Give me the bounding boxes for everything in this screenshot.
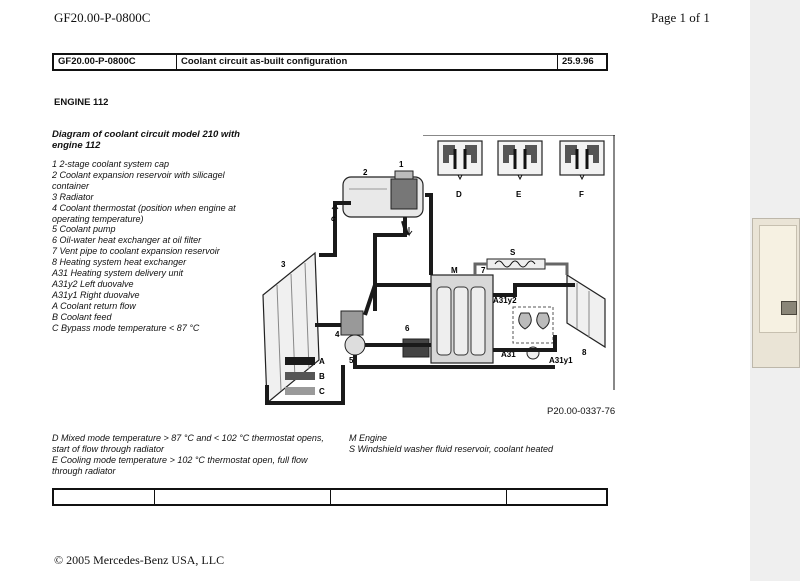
- legend-label-b: B: [319, 372, 325, 381]
- legend-item: 2 Coolant expansion reservoir with silic…: [52, 169, 225, 191]
- diagram-title: Diagram of coolant circuit model 210 wit…: [52, 129, 240, 151]
- note-item: S Windshield washer fluid reservoir, coo…: [349, 443, 554, 454]
- label-3: 3: [281, 260, 286, 269]
- legend-item: 7 Vent pipe to coolant expansion reservo…: [52, 246, 220, 257]
- thermostat-detail-d: [437, 140, 483, 181]
- label-c: c: [331, 214, 336, 223]
- side-tab: [752, 218, 800, 368]
- label-5: 5: [349, 356, 354, 365]
- footer-table: [52, 488, 608, 506]
- thermostat-housing: [340, 310, 364, 336]
- coolant-lines: [265, 193, 575, 405]
- legend-swatch-bypass: [285, 387, 315, 395]
- legend-item: A31y1 Right duovalve: [52, 289, 140, 300]
- table-divider: [557, 55, 558, 69]
- legend-item: 1 2-stage coolant system cap: [52, 159, 170, 169]
- legend-item: A31 Heating system delivery unit: [52, 268, 184, 279]
- abbreviation-notes: M Engine S Windshield washer fluid reser…: [349, 433, 619, 455]
- mode-notes: D Mixed mode temperature > 87 °C and < 1…: [52, 433, 332, 477]
- table-divider: [154, 490, 155, 504]
- header-code: GF20.00-P-0800C: [58, 56, 136, 67]
- oil-heat-exchanger: [402, 338, 430, 358]
- engine-heading: ENGINE 112: [54, 97, 109, 108]
- coolant-circuit-diagram: D E F 1 2 3 M: [262, 135, 615, 405]
- legend-label-a: A: [319, 357, 325, 366]
- washer-reservoir: [486, 258, 546, 270]
- header-date: 25.9.96: [562, 56, 594, 67]
- label-2: 2: [363, 168, 368, 177]
- label-7: 7: [481, 266, 486, 275]
- legend-item: A31y2 Left duovalve: [52, 278, 134, 289]
- component-legend: 1 2-stage coolant system cap 2 Coolant e…: [52, 159, 262, 334]
- label-a31y2: A31y2: [493, 296, 517, 305]
- legend-item: A Coolant return flow: [52, 300, 136, 311]
- legend-item: 8 Heating system heat exchanger: [52, 257, 187, 268]
- table-divider: [330, 490, 331, 504]
- header-title: Coolant circuit as-built configuration: [181, 56, 348, 67]
- document-page: GF20.00-P-0800C Page 1 of 1 GF20.00-P-08…: [0, 0, 750, 581]
- side-tab-face: [759, 225, 797, 333]
- note-item: D Mixed mode temperature > 87 °C and < 1…: [52, 433, 324, 454]
- label-s: S: [510, 248, 516, 257]
- label-1: 1: [399, 160, 404, 169]
- label-4: 4: [335, 330, 340, 339]
- coolant-pump: [344, 334, 366, 356]
- side-tab-knob: [781, 301, 797, 315]
- legend-item: 5 Coolant pump: [52, 224, 116, 235]
- legend-item: B Coolant feed: [52, 311, 112, 322]
- label-a31: A31: [501, 350, 516, 359]
- expansion-reservoir: [342, 170, 424, 218]
- label-8: 8: [582, 348, 587, 357]
- legend-swatch-feed: [285, 372, 315, 380]
- legend-item: 4 Coolant thermostat (position when engi…: [52, 202, 236, 224]
- note-item: M Engine: [349, 433, 388, 443]
- radiator: [262, 251, 320, 405]
- arrow-icon: [405, 227, 413, 237]
- legend-item: 6 Oil-water heat exchanger at oil filter: [52, 235, 202, 246]
- legend-swatch-return: [285, 357, 315, 365]
- figure-id: P20.00-0337-76: [547, 406, 616, 417]
- table-divider: [176, 55, 177, 69]
- thermostat-detail-e: [497, 140, 543, 181]
- legend-item: C Bypass mode temperature < 87 °C: [52, 322, 200, 333]
- engine-block: [430, 274, 494, 364]
- note-item: E Cooling mode temperature > 102 °C ther…: [52, 454, 308, 476]
- duovalve-unit: [512, 306, 554, 360]
- document-id: GF20.00-P-0800C: [54, 10, 151, 25]
- detail-label-d: D: [456, 190, 462, 199]
- page-number: Page 1 of 1: [651, 10, 710, 25]
- heater-core: [566, 273, 606, 349]
- label-a31y1: A31y1: [549, 356, 573, 365]
- detail-label-e: E: [516, 190, 522, 199]
- label-m: M: [451, 266, 458, 275]
- legend-label-c: C: [319, 387, 325, 396]
- arrow-icon: [331, 203, 339, 213]
- detail-label-f: F: [579, 190, 584, 199]
- coolant-feed-lines: [473, 262, 569, 275]
- label-6: 6: [405, 324, 410, 333]
- copyright-footer: © 2005 Mercedes-Benz USA, LLC: [54, 553, 225, 567]
- header-table: GF20.00-P-0800C Coolant circuit as-built…: [52, 53, 608, 71]
- legend-item: 3 Radiator: [52, 191, 94, 202]
- thermostat-detail-f: [559, 140, 605, 181]
- table-divider: [506, 490, 507, 504]
